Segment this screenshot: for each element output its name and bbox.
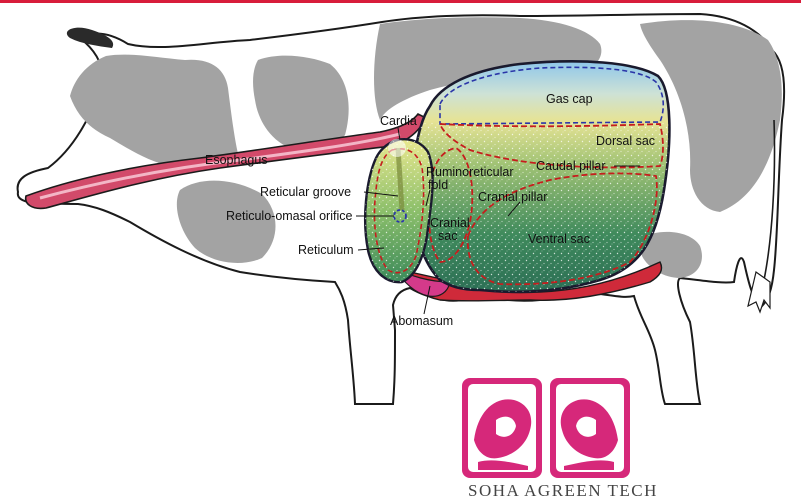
label-ventral-sac: Ventral sac [528,232,590,246]
reticular-groove [395,147,405,211]
reticulo-omasal-orifice [393,209,407,223]
label-cranial-pillar: Cranial pillar [478,190,547,204]
leader-cranial-pillar [507,201,521,217]
label-ruminoreticular-fold: fold [428,178,448,192]
dorsal-sac-outline [438,123,664,169]
cow-patch-belly-left [176,180,276,263]
label-caudal-pillar: Caudal pillar [536,159,605,173]
cow-patch-neck [253,55,349,150]
leader-abomasum [423,285,431,315]
label-ruminoreticular: Ruminoreticular [426,165,514,179]
leader-lines [356,127,640,315]
label-reticulum: Reticulum [298,243,354,257]
leader-cardia [397,127,401,141]
cow-tail-switch [747,270,771,314]
cow-patch-rump [640,20,782,212]
ventral-sac-outline [466,172,658,286]
label-esophagus: Esophagus [205,153,268,167]
leader-ruminoreticular [425,189,431,207]
reticulum [363,138,434,284]
label-reticular-groove: Reticular groove [260,185,351,199]
label-cranial-sac-2: sac [438,229,457,243]
cow-patch-head [70,54,240,167]
labels: Gas cap Dorsal sac Cardia Esophagus Caud… [205,92,655,328]
label-cranial-sac: Cranial [430,216,470,230]
label-cardia: Cardia [380,114,417,128]
leader-reticular-groove [363,191,399,197]
cow-tail [763,119,776,281]
cardia-glow [388,139,406,157]
label-abomasum: Abomasum [390,314,453,328]
label-dorsal-sac: Dorsal sac [596,134,655,148]
label-gas-cap: Gas cap [546,92,593,106]
brand-name: SOHA AGREEN TECH [468,481,658,500]
top-rule [0,0,801,3]
brand-logo: SOHA AGREEN TECH [462,378,658,500]
reticulum-inner-outline [373,148,425,274]
label-reticulo-omasal-orifice: Reticulo-omasal orifice [226,209,352,223]
rumen-texture [411,122,670,292]
rumen [410,60,671,294]
leader-reticulum [357,247,385,251]
esophagus [24,112,428,210]
gas-cap-outline [439,66,665,125]
cow-ear [66,27,114,48]
